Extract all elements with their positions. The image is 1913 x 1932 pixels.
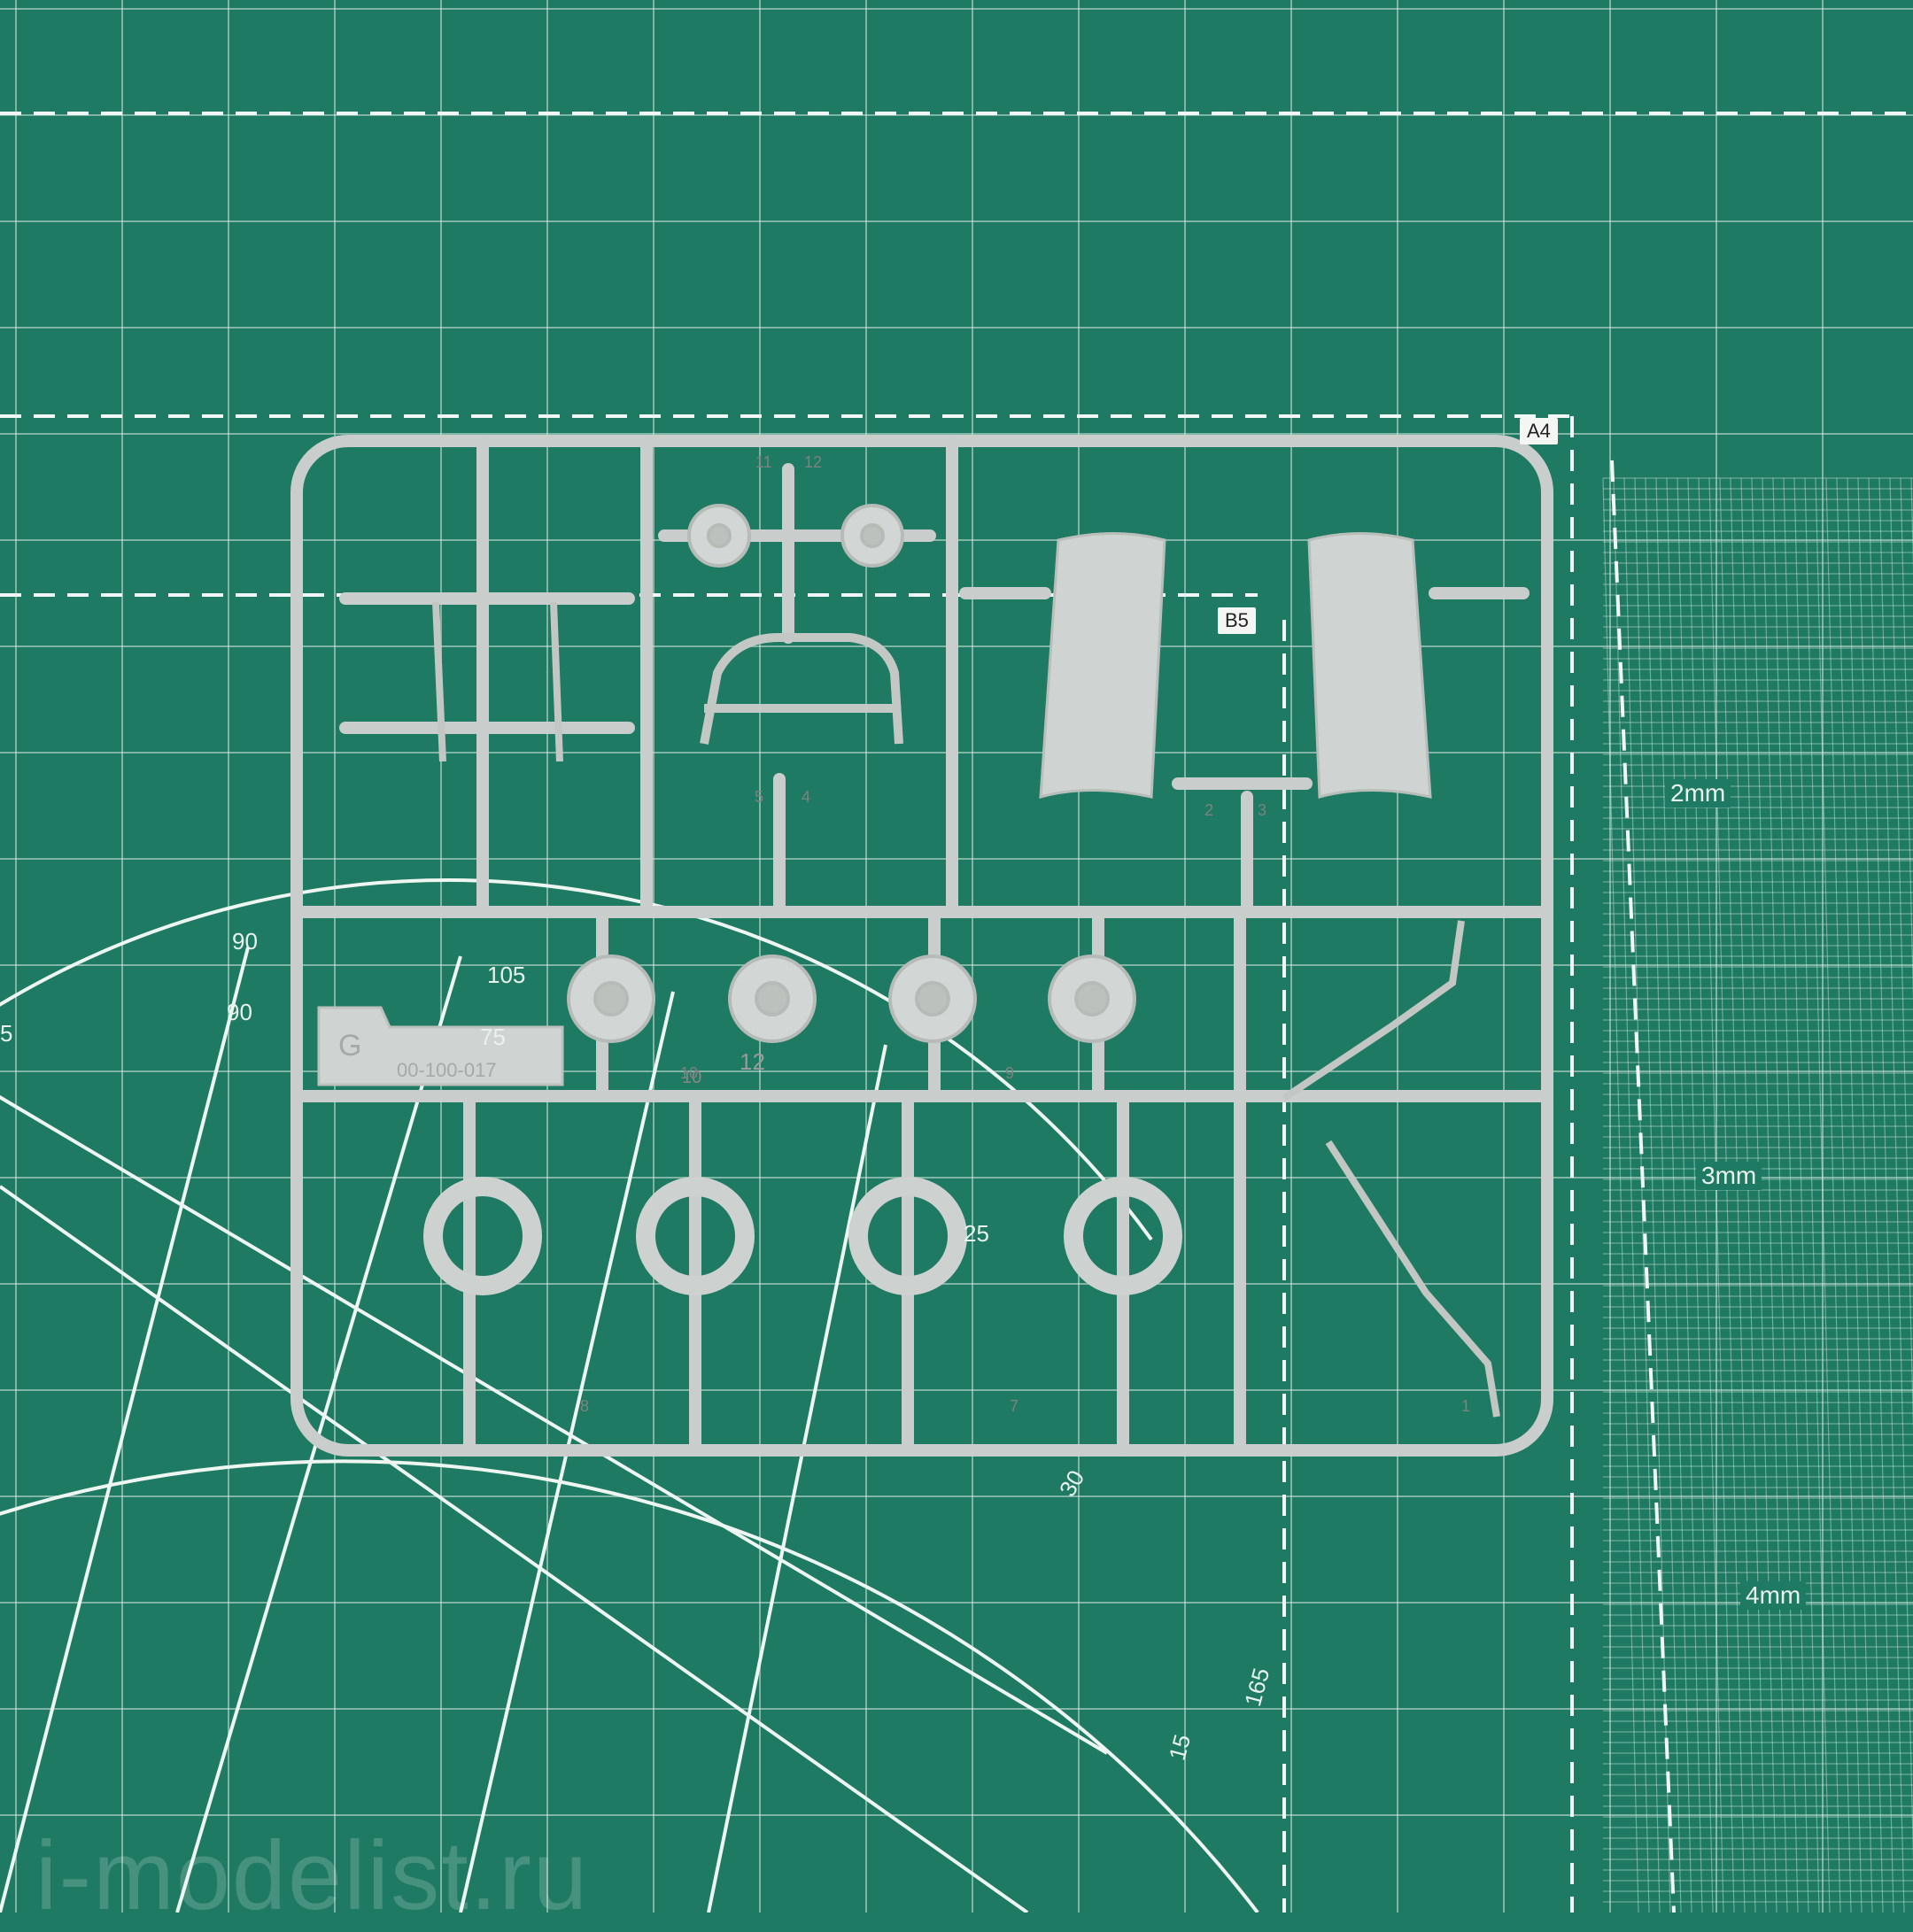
fine-grid-line: [1730, 477, 1767, 1913]
sprue-frame: [290, 435, 1553, 1457]
wheel-hub-center: [860, 523, 885, 548]
part-number: 2: [1204, 801, 1214, 819]
scale-label: 75: [480, 1024, 506, 1050]
tyre: [848, 1177, 967, 1295]
fine-grid-line: [1793, 477, 1831, 1913]
scale-label: 5: [0, 1020, 13, 1047]
scale-label: 10: [682, 1068, 702, 1087]
part-number: 12: [804, 453, 823, 471]
fine-grid-line: [1815, 477, 1852, 1913]
tyres: [423, 1177, 1182, 1295]
fine-grid-line: [1762, 477, 1799, 1913]
mat-fine-grid: [1602, 477, 1913, 1913]
part-number: 8: [580, 1397, 590, 1415]
fine-grid-line: [1825, 477, 1863, 1913]
fine-grid-line: [1602, 477, 1639, 1913]
mm-label-4: 4mm: [1740, 1581, 1807, 1610]
scale-label: 90: [227, 999, 252, 1025]
wheel-hub-center: [755, 981, 790, 1016]
part-number: 1: [1461, 1397, 1471, 1415]
fine-grid-line: [1900, 477, 1913, 1002]
scale-label: 105: [487, 962, 526, 988]
fine-grid-line: [1857, 477, 1894, 1913]
part-number: 9: [1005, 1064, 1015, 1082]
cowling-panels: [1039, 532, 1432, 800]
wheel-hub-center: [915, 981, 950, 1016]
mm-label-2: 2mm: [1665, 779, 1731, 808]
tyre: [423, 1177, 542, 1295]
fine-grid-line: [1804, 477, 1841, 1913]
paper-label-b5: B5: [1218, 607, 1256, 634]
wheel-hub-center: [707, 523, 732, 548]
fine-grid-line: [1613, 477, 1650, 1913]
paper-label-a4: A4: [1520, 418, 1558, 444]
canopy-frame-part: [700, 633, 903, 745]
sprue-tag: [317, 1006, 564, 1086]
fine-grid-line: [1878, 477, 1913, 1863]
fine-grid-line: [1687, 477, 1724, 1913]
landing-gear-parts: [432, 601, 1500, 1418]
fine-grid-line: [1889, 477, 1913, 1433]
part-number: 10: [680, 1064, 699, 1082]
fine-grid-line: [1634, 477, 1671, 1913]
fine-grid-line: [1666, 477, 1703, 1913]
scale-label: 25: [964, 1220, 989, 1247]
part-number: 5: [755, 788, 764, 806]
fine-grid-line: [1645, 477, 1682, 1913]
fine-grid-line: [1751, 477, 1788, 1913]
part-number: 4: [802, 788, 811, 806]
wheel-hub-center: [1074, 981, 1110, 1016]
mm-label-3: 3mm: [1696, 1162, 1762, 1190]
fine-grid-line: [1772, 477, 1809, 1913]
fine-grid-line: [1783, 477, 1820, 1913]
fine-grid-line: [1847, 477, 1884, 1913]
tyre: [636, 1177, 755, 1295]
fine-grid-line: [1719, 477, 1756, 1913]
tyre: [1064, 1177, 1182, 1295]
scale-label: 90: [232, 928, 258, 954]
fine-grid-line: [1708, 477, 1746, 1913]
part-number: 7: [1010, 1397, 1019, 1415]
sprue-letter: G: [338, 1029, 362, 1063]
fine-grid-line: [1836, 477, 1873, 1913]
fine-grid-line: [1677, 477, 1714, 1913]
wheel-hub-center: [593, 981, 629, 1016]
fine-grid-line: [1740, 477, 1777, 1913]
fine-grid-line: [1623, 477, 1661, 1913]
fine-grid-line: [1698, 477, 1735, 1913]
scale-label: 12: [740, 1048, 765, 1075]
sprue-code: 00-100-017: [397, 1059, 497, 1081]
wheel-hubs: [567, 504, 1136, 1043]
part-number: 3: [1258, 801, 1267, 819]
fine-grid-line: [1655, 477, 1692, 1913]
fine-grid-line: [1868, 477, 1905, 1913]
part-number: 11: [755, 453, 772, 471]
watermark: i-modelist.ru: [35, 1821, 590, 1930]
